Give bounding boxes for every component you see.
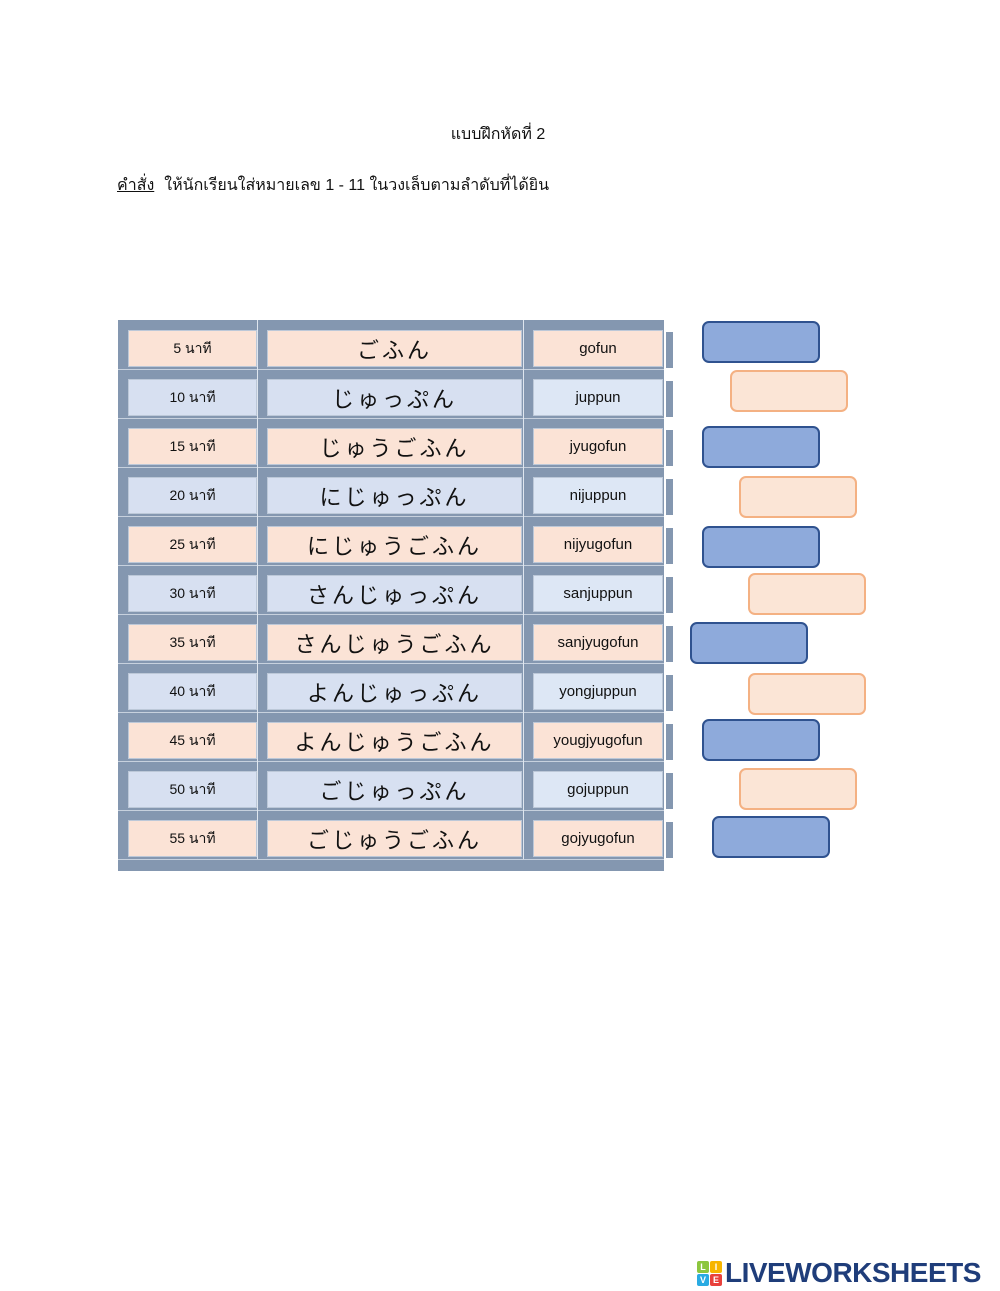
romaji-cell: jyugofun bbox=[533, 428, 663, 465]
thai-time-cell: 50 นาที bbox=[128, 771, 257, 808]
thai-time-cell: 55 นาที bbox=[128, 820, 257, 857]
table-row: 30 นาที さんじゅっぷん sanjuppun bbox=[118, 565, 673, 614]
time-vocabulary-table: 5 นาที ごふん gofun 10 นาที じゅっぷん juppun 15… bbox=[118, 320, 673, 871]
hiragana-cell: にじゅうごふん bbox=[267, 526, 522, 563]
thai-time-cell: 20 นาที bbox=[128, 477, 257, 514]
romaji-cell: juppun bbox=[533, 379, 663, 416]
table-row: 35 นาที さんじゅうごふん sanjyugofun bbox=[118, 614, 673, 663]
romaji-cell: gofun bbox=[533, 330, 663, 367]
romaji-cell: yongjuppun bbox=[533, 673, 663, 710]
answer-box-6[interactable] bbox=[748, 573, 866, 615]
answer-box-8[interactable] bbox=[748, 673, 866, 715]
hiragana-cell: ごじゅっぷん bbox=[267, 771, 522, 808]
table-row: 55 นาที ごじゅうごふん gojyugofun bbox=[118, 810, 673, 859]
thai-time-cell: 25 นาที bbox=[128, 526, 257, 563]
hiragana-cell: じゅっぷん bbox=[267, 379, 522, 416]
answer-box-9[interactable] bbox=[702, 719, 820, 761]
thai-time-cell: 5 นาที bbox=[128, 330, 257, 367]
thai-time-cell: 15 นาที bbox=[128, 428, 257, 465]
table-row: 50 นาที ごじゅっぷん gojuppun bbox=[118, 761, 673, 810]
romaji-cell: gojuppun bbox=[533, 771, 663, 808]
live-blocks-icon: L I V E bbox=[697, 1260, 722, 1286]
instruction: คำสั่ง ให้นักเรียนใส่หมายเลข 1 - 11 ในวงเ… bbox=[117, 173, 549, 198]
answer-box-2[interactable] bbox=[730, 370, 848, 412]
thai-time-cell: 40 นาที bbox=[128, 673, 257, 710]
hiragana-cell: じゅうごふん bbox=[267, 428, 522, 465]
romaji-cell: gojyugofun bbox=[533, 820, 663, 857]
answer-box-10[interactable] bbox=[739, 768, 857, 810]
hiragana-cell: よんじゅっぷん bbox=[267, 673, 522, 710]
instruction-text: ให้นักเรียนใส่หมายเลข 1 - 11 ในวงเล็บตาม… bbox=[164, 177, 550, 194]
answer-box-7[interactable] bbox=[690, 622, 808, 664]
table-row: 40 นาที よんじゅっぷん yongjuppun bbox=[118, 663, 673, 712]
thai-time-cell: 10 นาที bbox=[128, 379, 257, 416]
table-bottom-border bbox=[118, 859, 664, 871]
answer-box-11[interactable] bbox=[712, 816, 830, 858]
hiragana-cell: にじゅっぷん bbox=[267, 477, 522, 514]
answer-box-3[interactable] bbox=[702, 426, 820, 468]
table-row: 10 นาที じゅっぷん juppun bbox=[118, 369, 673, 418]
answer-box-4[interactable] bbox=[739, 476, 857, 518]
romaji-cell: sanjuppun bbox=[533, 575, 663, 612]
thai-time-cell: 30 นาที bbox=[128, 575, 257, 612]
table-row: 25 นาที にじゅうごふん nijyugofun bbox=[118, 516, 673, 565]
hiragana-cell: さんじゅっぷん bbox=[267, 575, 522, 612]
hiragana-cell: よんじゅうごふん bbox=[267, 722, 522, 759]
table-row: 20 นาที にじゅっぷん nijuppun bbox=[118, 467, 673, 516]
thai-time-cell: 35 นาที bbox=[128, 624, 257, 661]
answer-box-1[interactable] bbox=[702, 321, 820, 363]
table-row: 45 นาที よんじゅうごふん yougjyugofun bbox=[118, 712, 673, 761]
romaji-cell: nijuppun bbox=[533, 477, 663, 514]
romaji-cell: yougjyugofun bbox=[533, 722, 663, 759]
romaji-cell: sanjyugofun bbox=[533, 624, 663, 661]
hiragana-cell: ごふん bbox=[267, 330, 522, 367]
answer-box-5[interactable] bbox=[702, 526, 820, 568]
liveworksheets-logo[interactable]: L I V E LIVEWORKSHEETS bbox=[697, 1257, 981, 1289]
thai-time-cell: 45 นาที bbox=[128, 722, 257, 759]
hiragana-cell: さんじゅうごふん bbox=[267, 624, 522, 661]
hiragana-cell: ごじゅうごふん bbox=[267, 820, 522, 857]
table-row: 5 นาที ごふん gofun bbox=[118, 320, 673, 369]
worksheet-title: แบบฝึกหัดที่ 2 bbox=[0, 122, 1000, 147]
romaji-cell: nijyugofun bbox=[533, 526, 663, 563]
worksheet-title-text: แบบฝึกหัดที่ 2 bbox=[450, 126, 546, 143]
logo-text: LIVEWORKSHEETS bbox=[725, 1257, 981, 1288]
instruction-label: คำสั่ง bbox=[117, 177, 155, 194]
table-row: 15 นาที じゅうごふん jyugofun bbox=[118, 418, 673, 467]
